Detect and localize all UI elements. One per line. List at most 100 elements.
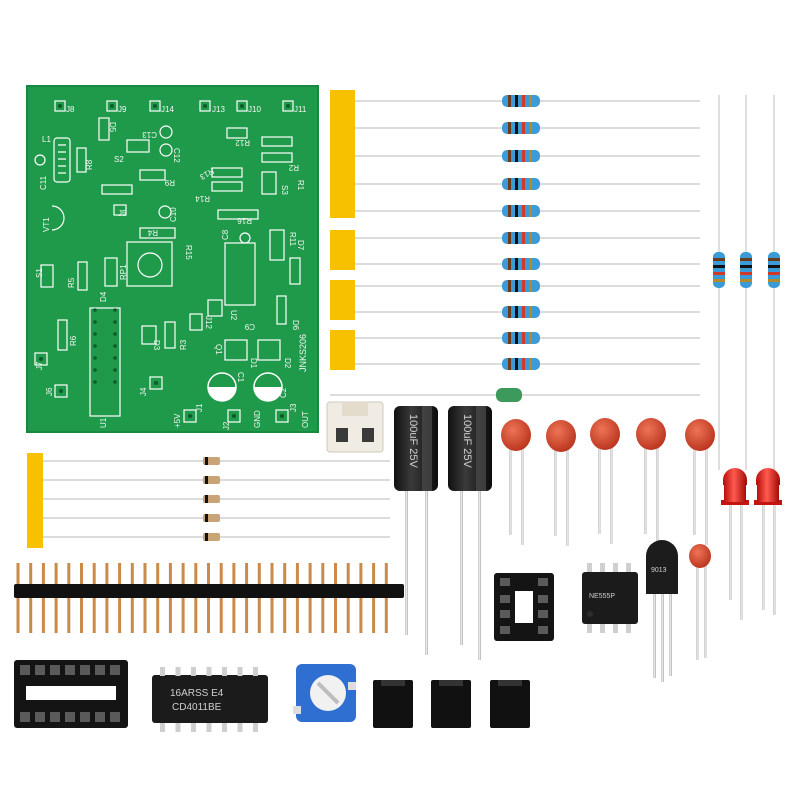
silk-d1: D1 bbox=[249, 358, 258, 369]
silk-c12: C12 bbox=[172, 148, 181, 163]
silk-j3: J3 bbox=[289, 403, 298, 412]
silk-c2: C2 bbox=[279, 387, 288, 398]
resistor bbox=[355, 122, 700, 134]
silk-d3: D3 bbox=[152, 340, 161, 351]
silk-brand: JNKS206 bbox=[298, 334, 308, 372]
silk-j11: J11 bbox=[294, 105, 307, 114]
jumper-cap-1 bbox=[373, 680, 413, 728]
silk-c10: C10 bbox=[169, 207, 178, 222]
silk-r15: R15 bbox=[184, 245, 193, 260]
silk-r1: R1 bbox=[296, 180, 305, 191]
silk-d4: D4 bbox=[99, 291, 108, 302]
silk-d6: D6 bbox=[291, 320, 300, 331]
ceramic-capacitor bbox=[546, 420, 576, 546]
red-led-1 bbox=[721, 468, 749, 620]
silk-d2: D2 bbox=[283, 358, 292, 369]
silk-r11: R11 bbox=[288, 232, 297, 247]
l1-footprint bbox=[34, 117, 301, 423]
ceramic-capacitors bbox=[501, 418, 715, 546]
pin-header-strip bbox=[14, 563, 404, 633]
to92-transistor: 9013 bbox=[646, 540, 678, 682]
silk-d5: D5 bbox=[108, 122, 117, 133]
jumper-cap-3 bbox=[490, 680, 530, 728]
silk-l1: L1 bbox=[42, 135, 51, 144]
silk-vt1: VT1 bbox=[42, 217, 51, 232]
silk-r16: R16 bbox=[237, 216, 252, 225]
silk-r9: R9 bbox=[164, 178, 175, 187]
diode-tape bbox=[27, 453, 43, 548]
ic-8pin-marking: NE555P bbox=[589, 593, 615, 600]
resistor bbox=[355, 258, 700, 270]
silk-j4: J4 bbox=[139, 387, 148, 396]
silk-c1: C1 bbox=[236, 372, 245, 383]
silk-r3: R3 bbox=[179, 339, 188, 350]
diode bbox=[43, 495, 390, 503]
silk-u1: U1 bbox=[99, 417, 108, 428]
silk-j6: J6 bbox=[45, 387, 54, 396]
ic-cd4011: 16ARSS E4 CD4011BE bbox=[152, 667, 268, 732]
silk-c9: C9 bbox=[244, 322, 255, 331]
silk-j10: J10 bbox=[248, 105, 261, 114]
resistor bbox=[355, 150, 700, 162]
resistor bbox=[740, 95, 752, 470]
silk-c8: C8 bbox=[221, 229, 230, 240]
red-led-2 bbox=[754, 468, 782, 615]
silk-r14: R14 bbox=[195, 194, 210, 203]
ic-socket-14pin bbox=[14, 660, 128, 728]
silk-s2: S2 bbox=[114, 155, 124, 164]
taped-resistors bbox=[330, 90, 700, 402]
resistor bbox=[355, 95, 700, 107]
electrolytic-capacitor-2: 100uF 25V bbox=[448, 406, 492, 660]
silk-j8: J8 bbox=[66, 105, 75, 114]
resistor bbox=[355, 332, 700, 344]
silk-j13: J13 bbox=[212, 105, 225, 114]
silk-s3: S3 bbox=[280, 185, 289, 195]
standing-resistors bbox=[713, 95, 780, 470]
electrolytic-capacitor-1: 100uF 25V bbox=[394, 406, 438, 655]
ceramic-capacitor bbox=[501, 419, 531, 545]
pcb-electrolytic-footprints bbox=[207, 372, 283, 402]
ceramic-capacitor bbox=[636, 418, 666, 544]
silk-u2: U2 bbox=[229, 310, 238, 321]
resistor-tape-4 bbox=[330, 330, 355, 370]
pcb-drill-holes bbox=[39, 104, 290, 418]
silk-r5: R5 bbox=[67, 277, 76, 288]
top-connector-pads bbox=[54, 100, 294, 112]
silk-d7: D7 bbox=[296, 240, 305, 251]
silk-r12: R12 bbox=[235, 138, 250, 147]
silk-j5: J5 bbox=[118, 209, 127, 218]
taped-diodes bbox=[27, 453, 390, 548]
ic-cd4011-code: 16ARSS E4 bbox=[170, 688, 224, 699]
terminal-block bbox=[326, 401, 384, 453]
ceramic-capacitor bbox=[685, 419, 715, 545]
silk-r2: R2 bbox=[288, 163, 299, 172]
diode bbox=[43, 476, 390, 484]
resistor bbox=[355, 306, 700, 318]
silk-q1: Q1 bbox=[214, 344, 223, 355]
jumper-cap-2 bbox=[431, 680, 471, 728]
silk-c11: C11 bbox=[39, 175, 48, 190]
silk-r6: R6 bbox=[69, 335, 78, 346]
resistor bbox=[355, 232, 700, 244]
pcb-board: J8 J9 J14 J13 J10 J11 bbox=[26, 85, 319, 433]
ic-cd4011-marking: CD4011BE bbox=[172, 702, 222, 713]
ceramic-capacitor bbox=[590, 418, 620, 544]
silk-plus5v: +5V bbox=[173, 413, 182, 428]
silk-r8: R8 bbox=[85, 159, 94, 170]
resistor-tape-3 bbox=[330, 280, 355, 320]
silk-c13: C13 bbox=[142, 130, 157, 139]
silk-j12: J12 bbox=[204, 316, 213, 329]
diode bbox=[43, 514, 390, 522]
inductor bbox=[330, 388, 700, 402]
small-ceramic-capacitor bbox=[689, 544, 711, 660]
transistor-marking: 9013 bbox=[651, 567, 667, 574]
silk-r4: R4 bbox=[147, 228, 158, 237]
resistor bbox=[355, 178, 700, 190]
resistor bbox=[355, 280, 700, 292]
resistor bbox=[768, 95, 780, 470]
ic-8pin-chip: NE555P bbox=[582, 563, 638, 633]
silk-s1: S1 bbox=[35, 268, 44, 278]
resistor bbox=[713, 95, 725, 470]
resistor-tape-2 bbox=[330, 230, 355, 270]
